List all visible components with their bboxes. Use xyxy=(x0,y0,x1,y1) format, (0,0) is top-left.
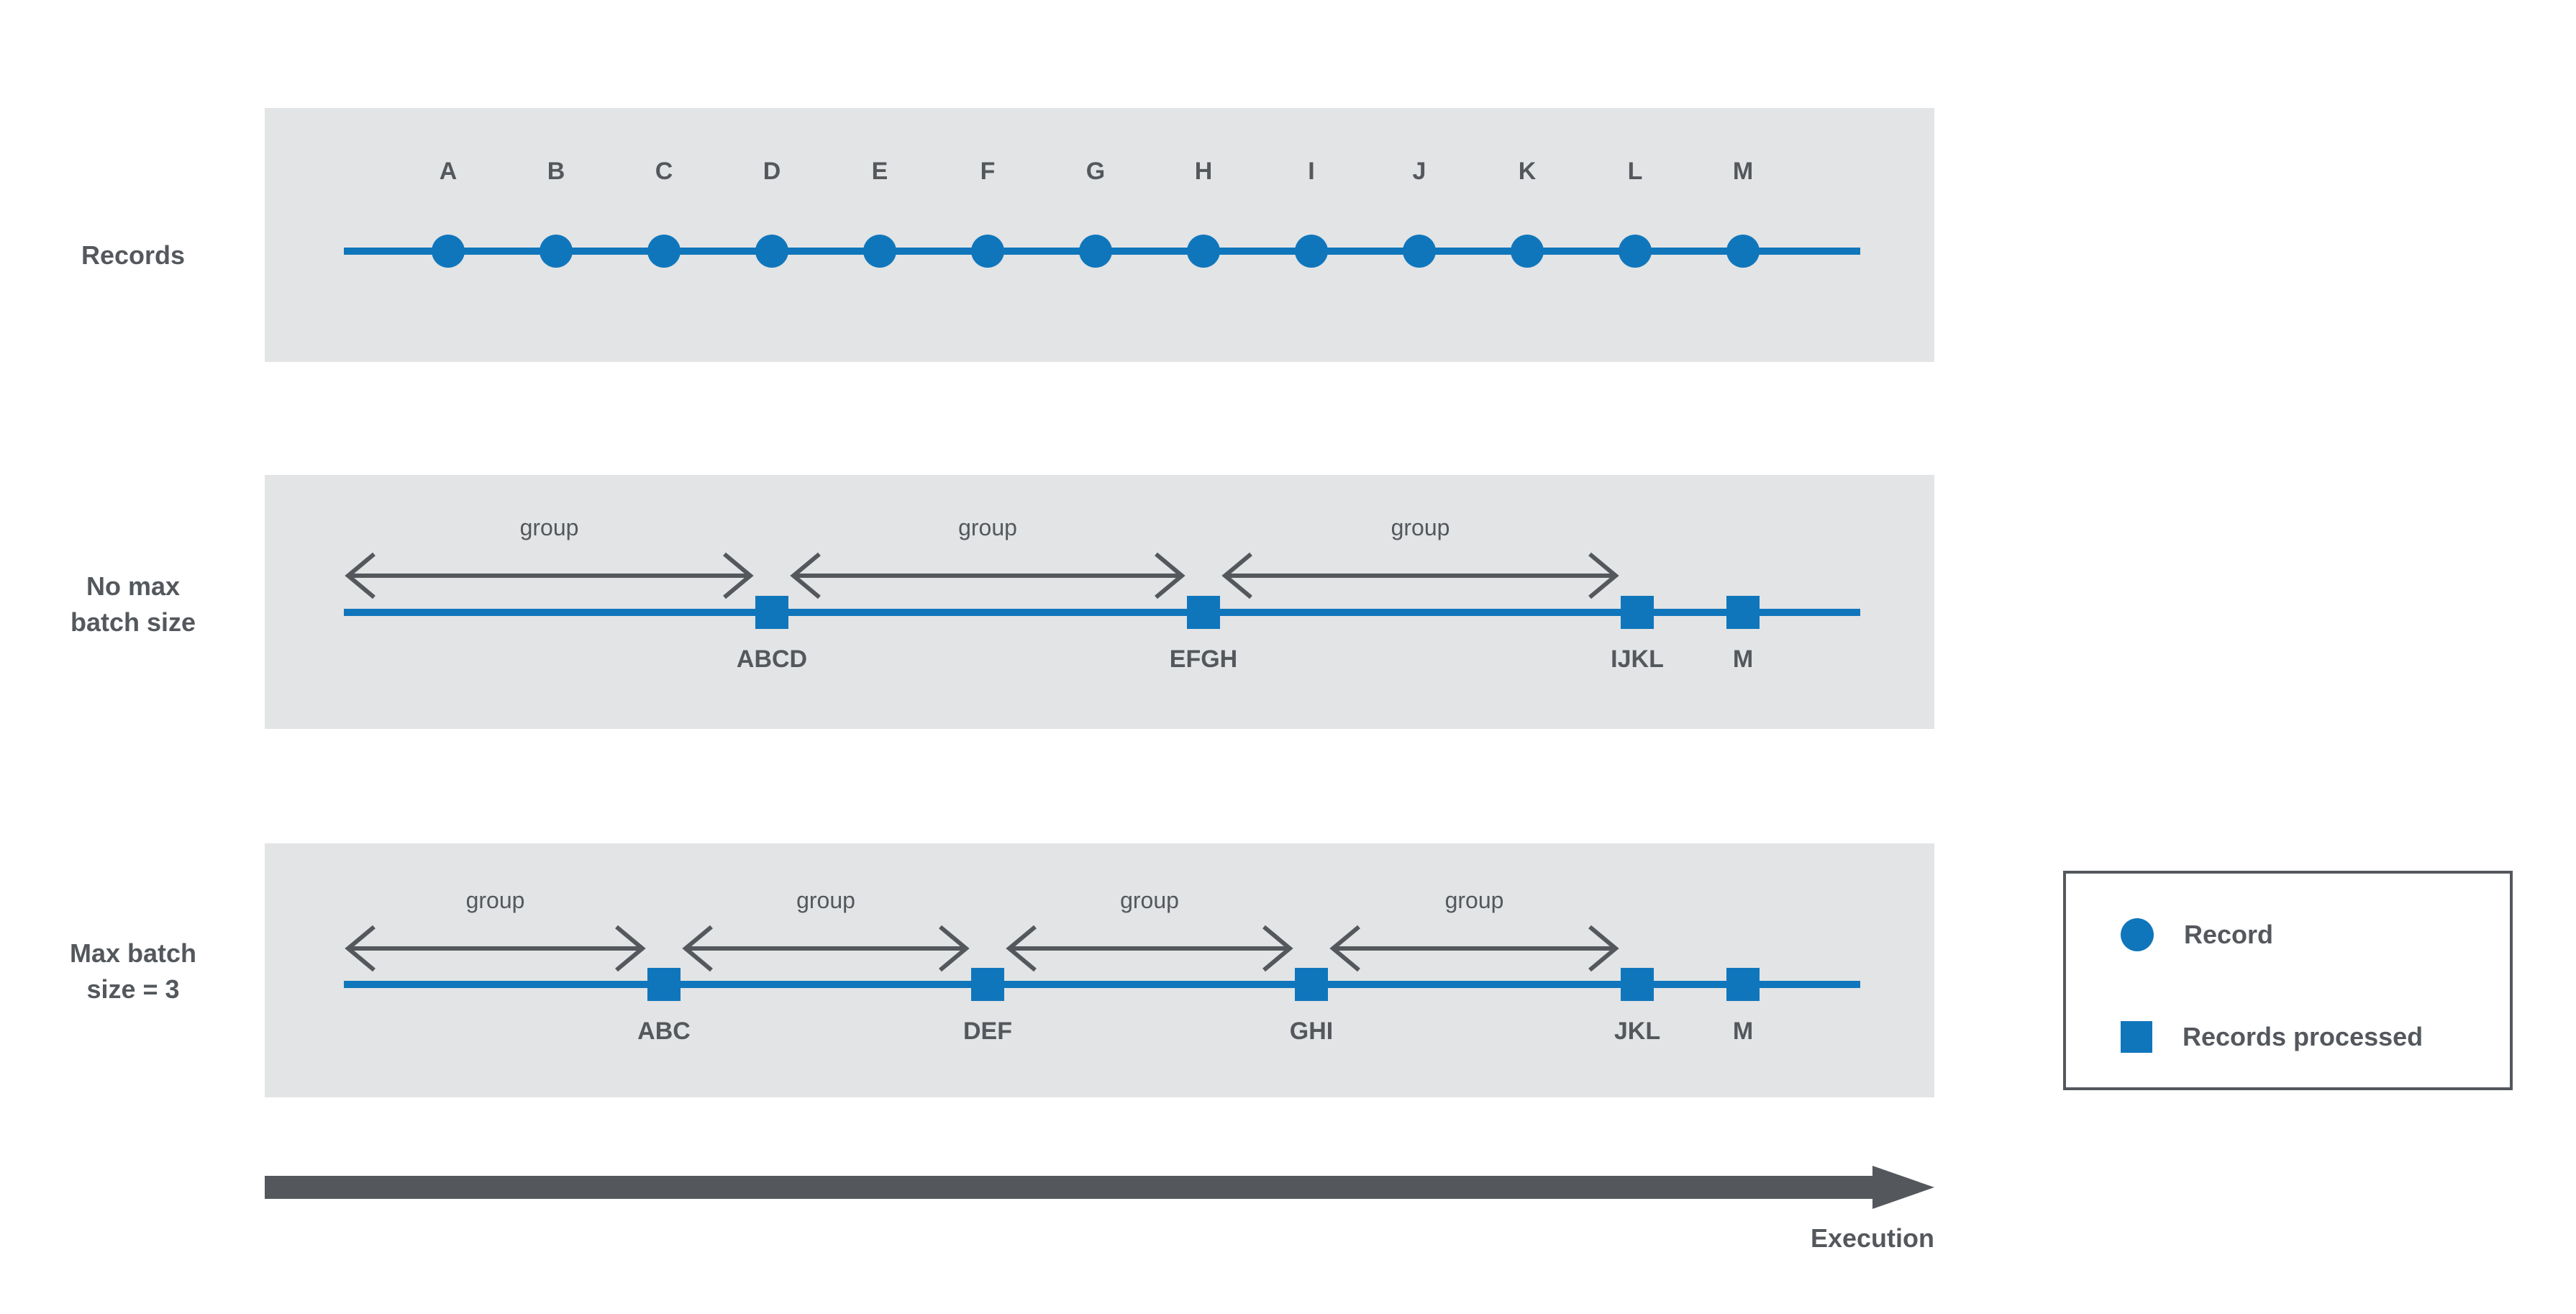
record-dot-h xyxy=(1187,235,1220,268)
record-dot-j xyxy=(1403,235,1436,268)
group-label-max3-4: group xyxy=(1444,887,1504,913)
group-label-max3-2: group xyxy=(796,887,855,913)
processed-label-abc: ABC xyxy=(637,1018,691,1045)
processed-square-ijkl xyxy=(1621,596,1654,629)
record-dot-k xyxy=(1511,235,1544,268)
execution-axis-label: Execution xyxy=(1810,1223,1934,1253)
record-label-a: A xyxy=(439,158,458,185)
record-label-d: D xyxy=(763,158,781,185)
processed-label-jkl: JKL xyxy=(1614,1018,1661,1045)
row-label-max-line1: Max batch xyxy=(69,938,197,968)
group-arrow-nomax-3 xyxy=(1221,547,1620,599)
legend: Record Records processed xyxy=(2063,871,2513,1090)
record-label-h: H xyxy=(1194,158,1213,185)
group-arrow-max3-3 xyxy=(1005,920,1294,972)
max-batch-timeline-line xyxy=(344,981,1860,988)
record-dot-g xyxy=(1079,235,1112,268)
record-label-i: I xyxy=(1308,158,1315,185)
execution-axis-arrow-icon xyxy=(265,1166,1934,1209)
record-dot-b xyxy=(540,235,573,268)
legend-item-record: Record xyxy=(2121,918,2273,951)
processed-square-abcd xyxy=(755,596,788,629)
processed-label-m-max3: M xyxy=(1732,1018,1754,1045)
processed-square-jkl xyxy=(1621,968,1654,1001)
group-arrow-max3-4 xyxy=(1329,920,1620,972)
row-label-no-max-batch-size: No max batch size xyxy=(14,568,252,640)
row-label-max-line2: size = 3 xyxy=(86,974,180,1004)
record-dot-e xyxy=(863,235,896,268)
no-max-batch-band xyxy=(265,475,1934,729)
row-label-no-max-line1: No max xyxy=(86,571,181,601)
record-dot-d xyxy=(755,235,788,268)
row-label-records-text: Records xyxy=(81,240,186,270)
no-max-batch-timeline-line xyxy=(344,609,1860,616)
record-dot-f xyxy=(971,235,1004,268)
processed-label-def: DEF xyxy=(963,1018,1012,1045)
record-label-c: C xyxy=(655,158,673,185)
group-arrow-max3-1 xyxy=(344,920,647,972)
row-label-max-batch-size: Max batch size = 3 xyxy=(14,935,252,1007)
group-label-max3-1: group xyxy=(465,887,525,913)
processed-square-def xyxy=(971,968,1004,1001)
processed-square-ghi xyxy=(1295,968,1328,1001)
records-processed-square-icon xyxy=(2121,1021,2152,1053)
processed-label-ghi: GHI xyxy=(1289,1018,1334,1045)
row-label-no-max-line2: batch size xyxy=(70,607,196,637)
group-label-max3-3: group xyxy=(1120,887,1179,913)
record-dot-m xyxy=(1726,235,1760,268)
legend-label-records-processed: Records processed xyxy=(2183,1022,2423,1051)
record-dot-l xyxy=(1619,235,1652,268)
processed-square-m-max3 xyxy=(1726,968,1760,1001)
record-label-l: L xyxy=(1627,158,1643,185)
record-dot-c xyxy=(647,235,681,268)
processed-square-efgh xyxy=(1187,596,1220,629)
processed-label-abcd: ABCD xyxy=(736,645,808,673)
record-label-f: F xyxy=(980,158,996,185)
record-circle-icon xyxy=(2121,918,2154,951)
processed-square-abc xyxy=(647,968,681,1001)
record-label-e: E xyxy=(871,158,888,185)
processed-label-m-nomax: M xyxy=(1732,645,1754,673)
record-label-j: J xyxy=(1412,158,1426,185)
group-arrow-nomax-2 xyxy=(789,547,1186,599)
record-label-g: G xyxy=(1086,158,1106,185)
legend-item-records-processed: Records processed xyxy=(2121,1021,2423,1053)
record-label-b: B xyxy=(547,158,565,185)
record-label-k: K xyxy=(1518,158,1537,185)
record-dot-a xyxy=(432,235,465,268)
processed-square-m xyxy=(1726,596,1760,629)
group-label-nomax-2: group xyxy=(958,515,1017,540)
processed-label-efgh: EFGH xyxy=(1169,645,1238,673)
group-label-nomax-1: group xyxy=(519,515,579,540)
processed-label-ijkl: IJKL xyxy=(1611,645,1664,673)
group-arrow-max3-2 xyxy=(681,920,970,972)
record-label-m: M xyxy=(1732,158,1754,185)
record-dot-i xyxy=(1295,235,1328,268)
row-label-records: Records xyxy=(14,237,252,273)
group-label-nomax-3: group xyxy=(1391,515,1450,540)
max-batch-band xyxy=(265,843,1934,1097)
group-arrow-nomax-1 xyxy=(344,547,755,599)
legend-label-record: Record xyxy=(2184,920,2274,949)
